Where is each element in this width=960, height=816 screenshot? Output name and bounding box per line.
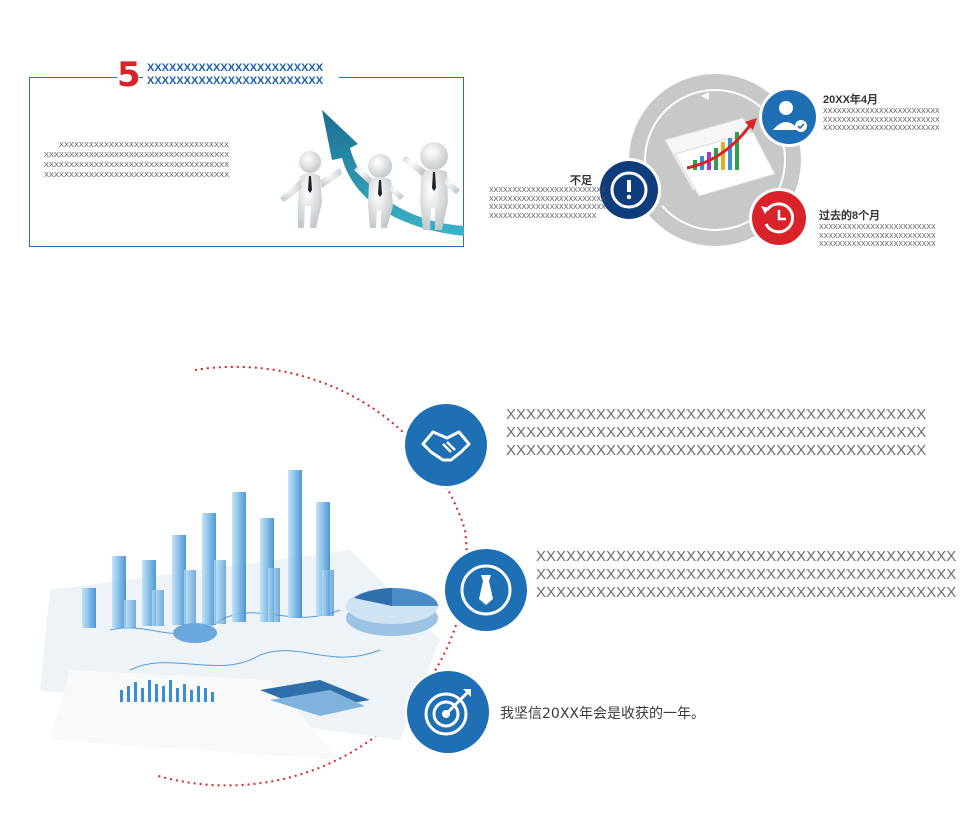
body-line: XXXXXXXXXXXXXXXXXXXXXXXXXXXXXXXXXXXXX bbox=[44, 160, 230, 169]
milestone-heading-top: 20XX年4月 bbox=[823, 94, 879, 106]
text-line: XXXXXXXXXXXXXXXXXXXXXXXXX bbox=[819, 232, 936, 240]
figure-pointing bbox=[354, 154, 404, 228]
figure-cheering bbox=[402, 142, 460, 230]
report-cycle-diagram bbox=[597, 74, 819, 248]
body-line: XXXXXXXXXXXXXXXXXXXXXXXXXXXXXXXXXXXXX bbox=[44, 170, 230, 179]
list-item-text-1: XXXXXXXXXXXXXXXXXXXXXXXXXXXXXXXXXXXXXXXX… bbox=[506, 406, 926, 460]
list-item-text-2: XXXXXXXXXXXXXXXXXXXXXXXXXXXXXXXXXXXXXXXX… bbox=[536, 548, 956, 602]
figure-pushing bbox=[280, 151, 342, 228]
text-line: XXXXXXXXXXXXXXXXXXXXXXXXXXXXXXXXXXXXXXXX… bbox=[506, 424, 927, 441]
section-title-line: XXXXXXXXXXXXXXXXXXXXXXXX bbox=[147, 62, 324, 74]
list-item-text-3: 我坚信20XX年会是收获的一年。 bbox=[500, 706, 705, 722]
text-line: XXXXXXXXXXXXXXXXXXXXXXXXXXXXXXXXXXXXXXXX… bbox=[506, 406, 927, 423]
text-line: XXXXXXXXXXXXXXXXXXXXXXXXXXXXXXXXXXXXXXXX… bbox=[536, 548, 957, 565]
text-line: XXXXXXXXXXXXXXXXXXXXXXXXX bbox=[489, 187, 606, 194]
text-line: XXXXXXXXXXXXXXXXXXXXXXXXX bbox=[823, 116, 940, 124]
text-line: XXXXXXXXXXXXXXXXXXXXXXXXX bbox=[819, 224, 936, 231]
text-line: XXXXXXXXXXXXXXXXXXXXXXXXX bbox=[489, 195, 606, 203]
milestone-text-left: XXXXXXXXXXXXXXXXXXXXXXXXX XXXXXXXXXXXXXX… bbox=[489, 187, 606, 221]
user-check-icon bbox=[759, 87, 819, 147]
milestone-heading-left: 不足 bbox=[570, 175, 592, 187]
milestone-text-top: XXXXXXXXXXXXXXXXXXXXXXXXX XXXXXXXXXXXXXX… bbox=[823, 108, 940, 134]
growth-arrow-figures-illustration bbox=[280, 110, 464, 236]
text-line: XXXXXXXXXXXXXXXXXXXXXXXXXXXXXXXXXXXXXXXX… bbox=[536, 566, 957, 583]
milestone-heading-bottom: 过去的8个月 bbox=[819, 210, 881, 222]
necktie-icon bbox=[443, 547, 529, 633]
text-line: XXXXXXXXXXXXXXXXXXXXXXX bbox=[489, 212, 597, 220]
target-arrow-icon bbox=[405, 669, 491, 755]
text-line: XXXXXXXXXXXXXXXXXXXXXXXXXXXXXXXXXXXXXXXX… bbox=[506, 442, 927, 459]
business-chart-illustration bbox=[40, 365, 468, 787]
body-line: XXXXXXXXXXXXXXXXXXXXXXXXXXXXXXXXXXXXX bbox=[44, 150, 230, 159]
report-papers-chart bbox=[664, 117, 776, 197]
3d-surface-chart bbox=[260, 680, 370, 716]
mini-bar-strip bbox=[120, 680, 214, 702]
ring-arrowhead bbox=[701, 92, 709, 100]
section-body-text: XXXXXXXXXXXXXXXXXXXXXXXXXXXXXXXXXX XXXXX… bbox=[44, 140, 229, 180]
bar-cluster bbox=[82, 470, 334, 628]
exclamation-icon bbox=[597, 158, 661, 222]
text-line: XXXXXXXXXXXXXXXXXXXXXXXXXXXXXXXXXXXXXXXX… bbox=[536, 584, 957, 601]
section-title-line: XXXXXXXXXXXXXXXXXXXXXXXX bbox=[147, 75, 324, 87]
section-title: XXXXXXXXXXXXXXXXXXXXXXXX XXXXXXXXXXXXXXX… bbox=[143, 62, 339, 88]
handshake-icon bbox=[403, 402, 489, 488]
cycle-arrow-ring bbox=[644, 89, 786, 231]
section-number: 5 bbox=[117, 55, 141, 95]
history-clock-icon bbox=[749, 188, 809, 248]
text-line: XXXXXXXXXXXXXXXXXXXXXXXXX bbox=[823, 108, 940, 115]
pie-chart-3d bbox=[346, 588, 438, 636]
text-line: XXXXXXXXXXXXXXXXXXXXXXXXX bbox=[823, 125, 940, 132]
text-line: XXXXXXXXXXXXXXXXXXXXXXXXX bbox=[489, 204, 606, 211]
growth-arrow bbox=[322, 110, 464, 236]
body-line: XXXXXXXXXXXXXXXXXXXXXXXXXXXXXXXXXX bbox=[58, 140, 229, 149]
text-line: XXXXXXXXXXXXXXXXXXXXXXXXX bbox=[819, 241, 936, 248]
small-pie bbox=[173, 623, 217, 643]
milestone-text-bottom: XXXXXXXXXXXXXXXXXXXXXXXXX XXXXXXXXXXXXXX… bbox=[819, 224, 936, 250]
